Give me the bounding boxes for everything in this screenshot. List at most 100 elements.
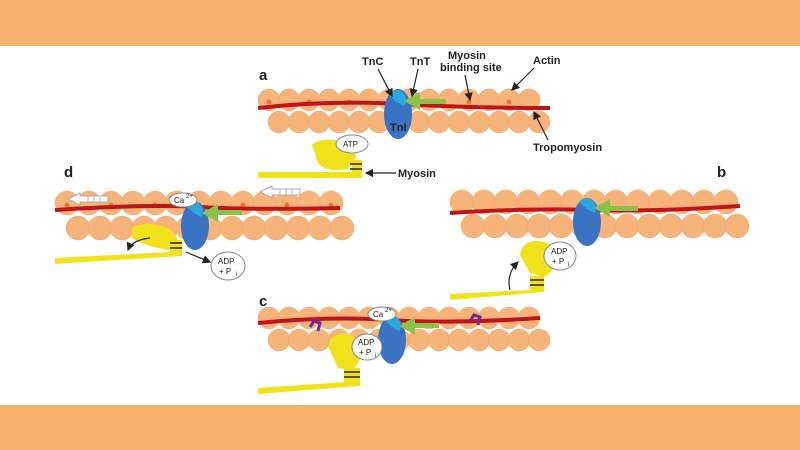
panel-c: Ca 2+ ADP + P i c — [257, 293, 551, 394]
actin-bead — [504, 213, 530, 239]
pi-sub-b: i — [568, 262, 569, 268]
tnt-d — [202, 204, 218, 222]
release-arrow-d — [185, 251, 212, 264]
actin-bead — [307, 215, 333, 241]
actin-bead — [263, 215, 289, 241]
tni-label: TnI — [390, 122, 407, 134]
myosin-head-d — [132, 224, 178, 250]
actin-bead — [76, 190, 102, 216]
power-stroke-arrow-d — [126, 237, 151, 252]
actin-bead — [267, 110, 291, 134]
actin-label: Actin — [533, 55, 561, 67]
actin-bead — [357, 88, 381, 112]
binding-site-dot — [64, 202, 70, 208]
actin-bead — [527, 328, 551, 352]
adp-bubble-c — [351, 333, 383, 361]
actin-bead — [548, 213, 574, 239]
actin-bead — [65, 215, 91, 241]
actin-bead — [447, 328, 471, 352]
pi-label-d: + P — [219, 267, 231, 276]
tnt-pointer — [409, 68, 419, 98]
tnc-pointer — [377, 68, 393, 98]
myosin-binding-site-label-line2: binding site — [440, 62, 502, 74]
actin-bead — [724, 213, 750, 239]
actin-bead — [437, 306, 461, 330]
tnt-label: TnT — [410, 56, 430, 68]
myosin-tail-d — [55, 240, 182, 264]
actin-bead — [296, 190, 322, 216]
pull-arrow-d-right — [258, 185, 301, 199]
ca-sup-c: 2+ — [385, 308, 392, 314]
myosin-tail-b — [450, 276, 544, 300]
binding-site-dot — [506, 99, 512, 105]
top-band — [0, 0, 800, 46]
actin-bead — [702, 213, 728, 239]
actin-bead — [467, 110, 491, 134]
tnt-tail-c — [413, 323, 439, 328]
tnt-b — [594, 199, 610, 217]
tnt-tail-d — [216, 210, 242, 215]
actin-bead — [87, 215, 113, 241]
ca-bubble-d — [168, 192, 198, 208]
actin-bead — [267, 328, 291, 352]
myosin-tail-a — [258, 160, 362, 178]
tropomyosin-label: Tropomyosin — [533, 142, 602, 154]
panel-b: ADP + P i b — [449, 164, 750, 300]
ca-sup-d: 2+ — [186, 194, 193, 200]
tnt-tail-b — [608, 206, 638, 211]
actin-bead — [614, 213, 640, 239]
actin-bead — [658, 213, 684, 239]
adp-label-c: ADP — [358, 338, 374, 347]
adp-label-b: ADP — [551, 247, 567, 256]
myosin-label: Myosin — [398, 168, 436, 180]
tropomyosin-pointer — [533, 110, 549, 141]
tnc-b — [579, 198, 596, 213]
panel-label-c: c — [259, 293, 267, 310]
panel-label-a: a — [259, 67, 268, 84]
actin-bead — [285, 215, 311, 241]
pi-label-c: + P — [359, 348, 371, 357]
adp-label-d: ADP — [218, 257, 234, 266]
actin-bead — [487, 110, 511, 134]
cocking-arrow-b — [508, 261, 519, 291]
myosin-binding-site-label-line1: Myosin — [448, 50, 486, 62]
actin-bead — [329, 215, 355, 241]
tnc-label: TnC — [362, 56, 383, 68]
actin-bead — [526, 213, 552, 239]
panel-a: TnI ATP a TnC TnT Myosin binding site Ac… — [257, 50, 602, 180]
actin-bead — [427, 110, 451, 134]
panel-label-d: d — [64, 164, 73, 181]
panel-label-b: b — [717, 164, 726, 181]
actin-bead — [680, 213, 706, 239]
actin-bead — [427, 328, 451, 352]
adp-bubble-b — [543, 241, 577, 271]
tnt-c — [399, 317, 415, 335]
actin-bead — [307, 110, 331, 134]
ca-label-d: Ca — [174, 196, 185, 205]
actin-bead — [327, 110, 351, 134]
ca-label-c: Ca — [373, 310, 384, 319]
actin-bead — [507, 328, 531, 352]
actin-bead — [347, 110, 371, 134]
actin-bead — [636, 213, 662, 239]
pull-arrow-d-left — [66, 192, 109, 206]
actin-bead — [487, 328, 511, 352]
binding-site-pointer — [464, 74, 473, 102]
actin-bead — [241, 215, 267, 241]
pi-label-b: + P — [552, 257, 564, 266]
atp-label: ATP — [343, 140, 358, 149]
atp-bubble — [335, 134, 369, 154]
binding-mark-c1 — [308, 319, 322, 332]
actin-bead — [517, 88, 541, 112]
panel-d: Ca 2+ ADP + P i d — [54, 164, 355, 281]
actin-bead — [317, 88, 341, 112]
actin-bead — [467, 328, 491, 352]
tnt-tail-a — [418, 99, 446, 104]
actin-pointer — [511, 67, 535, 91]
pi-sub-d: i — [236, 272, 237, 278]
actin-bead — [457, 306, 481, 330]
myosin-tail-c — [258, 368, 360, 394]
ca-bubble-c — [367, 306, 397, 322]
actin-bead — [713, 189, 739, 215]
